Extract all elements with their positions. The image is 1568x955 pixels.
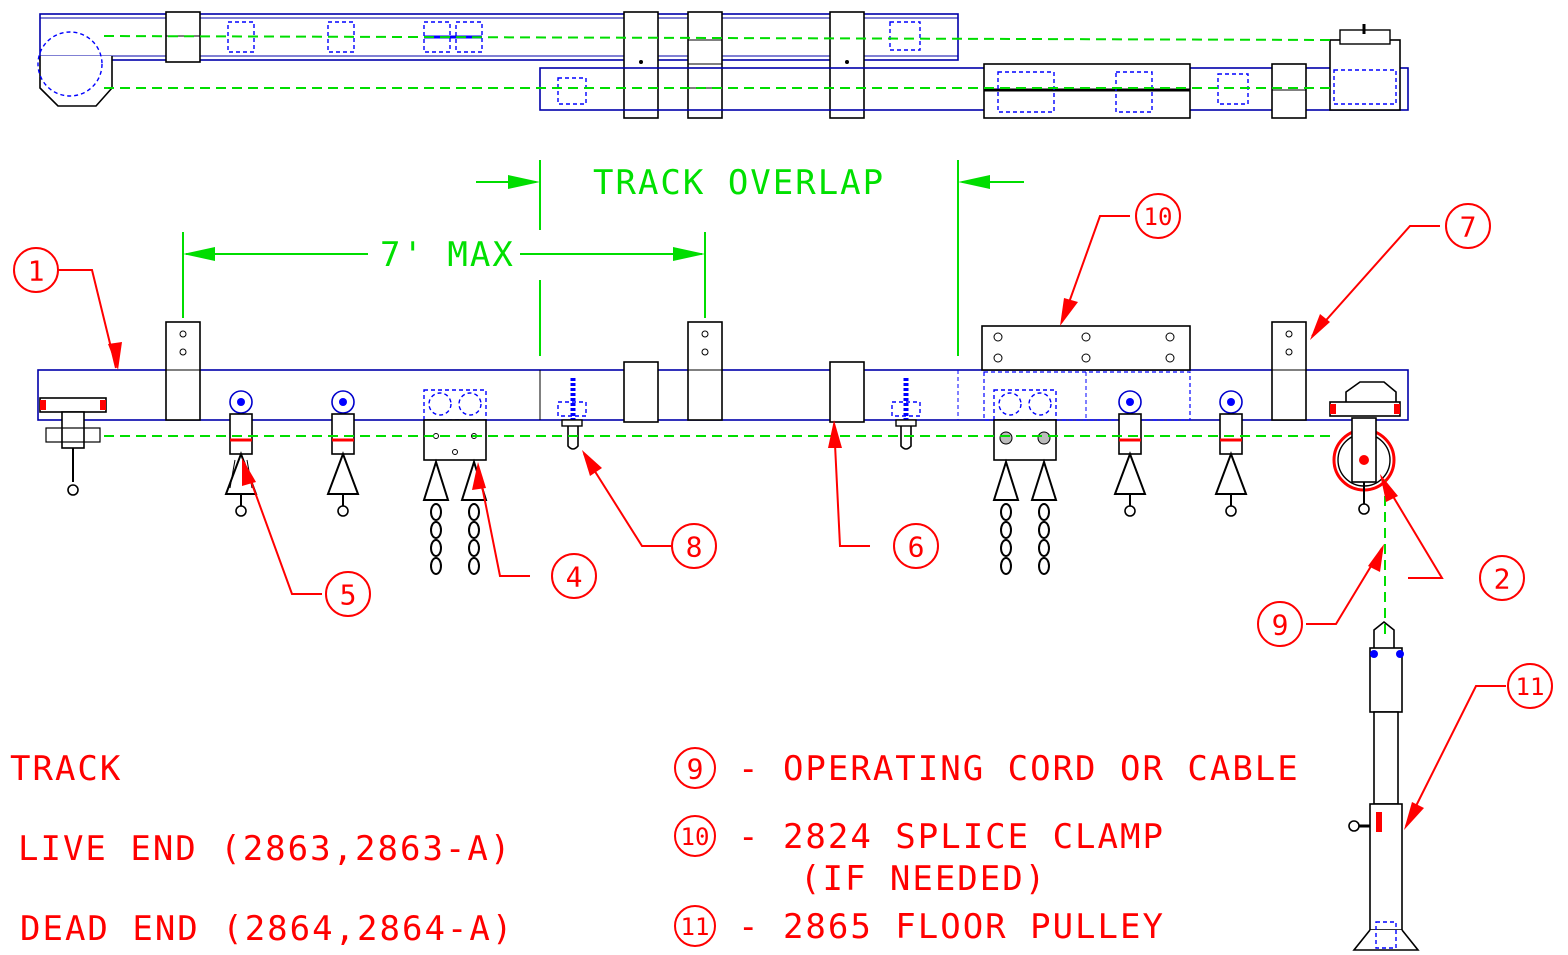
svg-text:2: 2 [1494, 563, 1511, 596]
callout-bubble-2: 2 [1479, 555, 1525, 601]
legend-item10-number: 10 [681, 823, 710, 851]
svg-text:10: 10 [1144, 203, 1173, 231]
svg-text:9: 9 [1272, 609, 1289, 642]
master-carrier-right [992, 389, 1058, 575]
single-carrier [326, 390, 360, 517]
single-carrier [1113, 390, 1147, 517]
dead-end-pulley [1329, 381, 1401, 515]
max-spacing-label: 7' MAX [380, 235, 515, 275]
callout-bubble-4: 4 [551, 553, 597, 599]
callout-bubble-6: 6 [893, 523, 939, 569]
legend-item9: - OPERATING CORD OR CABLE [738, 749, 1300, 789]
dimension-lines [182, 160, 1024, 356]
svg-text:7: 7 [1460, 211, 1477, 244]
elevation-view [37, 321, 1409, 640]
legend-item11: - 2865 FLOOR PULLEY [738, 907, 1165, 947]
legend-item10-sub: (IF NEEDED) [800, 859, 1047, 899]
svg-text:5: 5 [340, 579, 357, 612]
svg-text:4: 4 [566, 561, 583, 594]
svg-text:6: 6 [908, 531, 925, 564]
callout-bubble-1: 1 [13, 247, 59, 293]
legend-item9-number: 9 [687, 753, 704, 786]
overlap-guide [557, 378, 587, 450]
callout-bubble-5: 5 [325, 571, 371, 617]
legend-live-end: LIVE END (2863,2863-A) [18, 829, 512, 869]
svg-text:8: 8 [686, 531, 703, 564]
callout-bubble-11: 11 [1507, 663, 1553, 709]
callout-bubble-8: 8 [671, 523, 717, 569]
floor-pulley [1348, 620, 1420, 951]
single-carrier [1214, 390, 1248, 517]
master-carrier [422, 389, 488, 575]
callout-bubble-10: 10 [1135, 193, 1181, 239]
legend-track: TRACK [10, 749, 122, 789]
callout-leaders [58, 215, 1506, 830]
svg-text:1: 1 [28, 255, 45, 288]
plan-view [37, 11, 1409, 119]
legend-item10: - 2824 SPLICE CLAMP [738, 817, 1165, 857]
legend: TRACK LIVE END (2863,2863-A) DEAD END (2… [10, 747, 1300, 949]
overlap-guide [891, 378, 921, 450]
track-overlap-label: TRACK OVERLAP [593, 163, 885, 203]
svg-text:11: 11 [1516, 673, 1545, 701]
legend-item11-number: 11 [681, 913, 710, 941]
legend-dead-end: DEAD END (2864,2864-A) [20, 909, 514, 949]
callout-bubble-9: 9 [1257, 601, 1303, 647]
callout-bubble-7: 7 [1445, 203, 1491, 249]
